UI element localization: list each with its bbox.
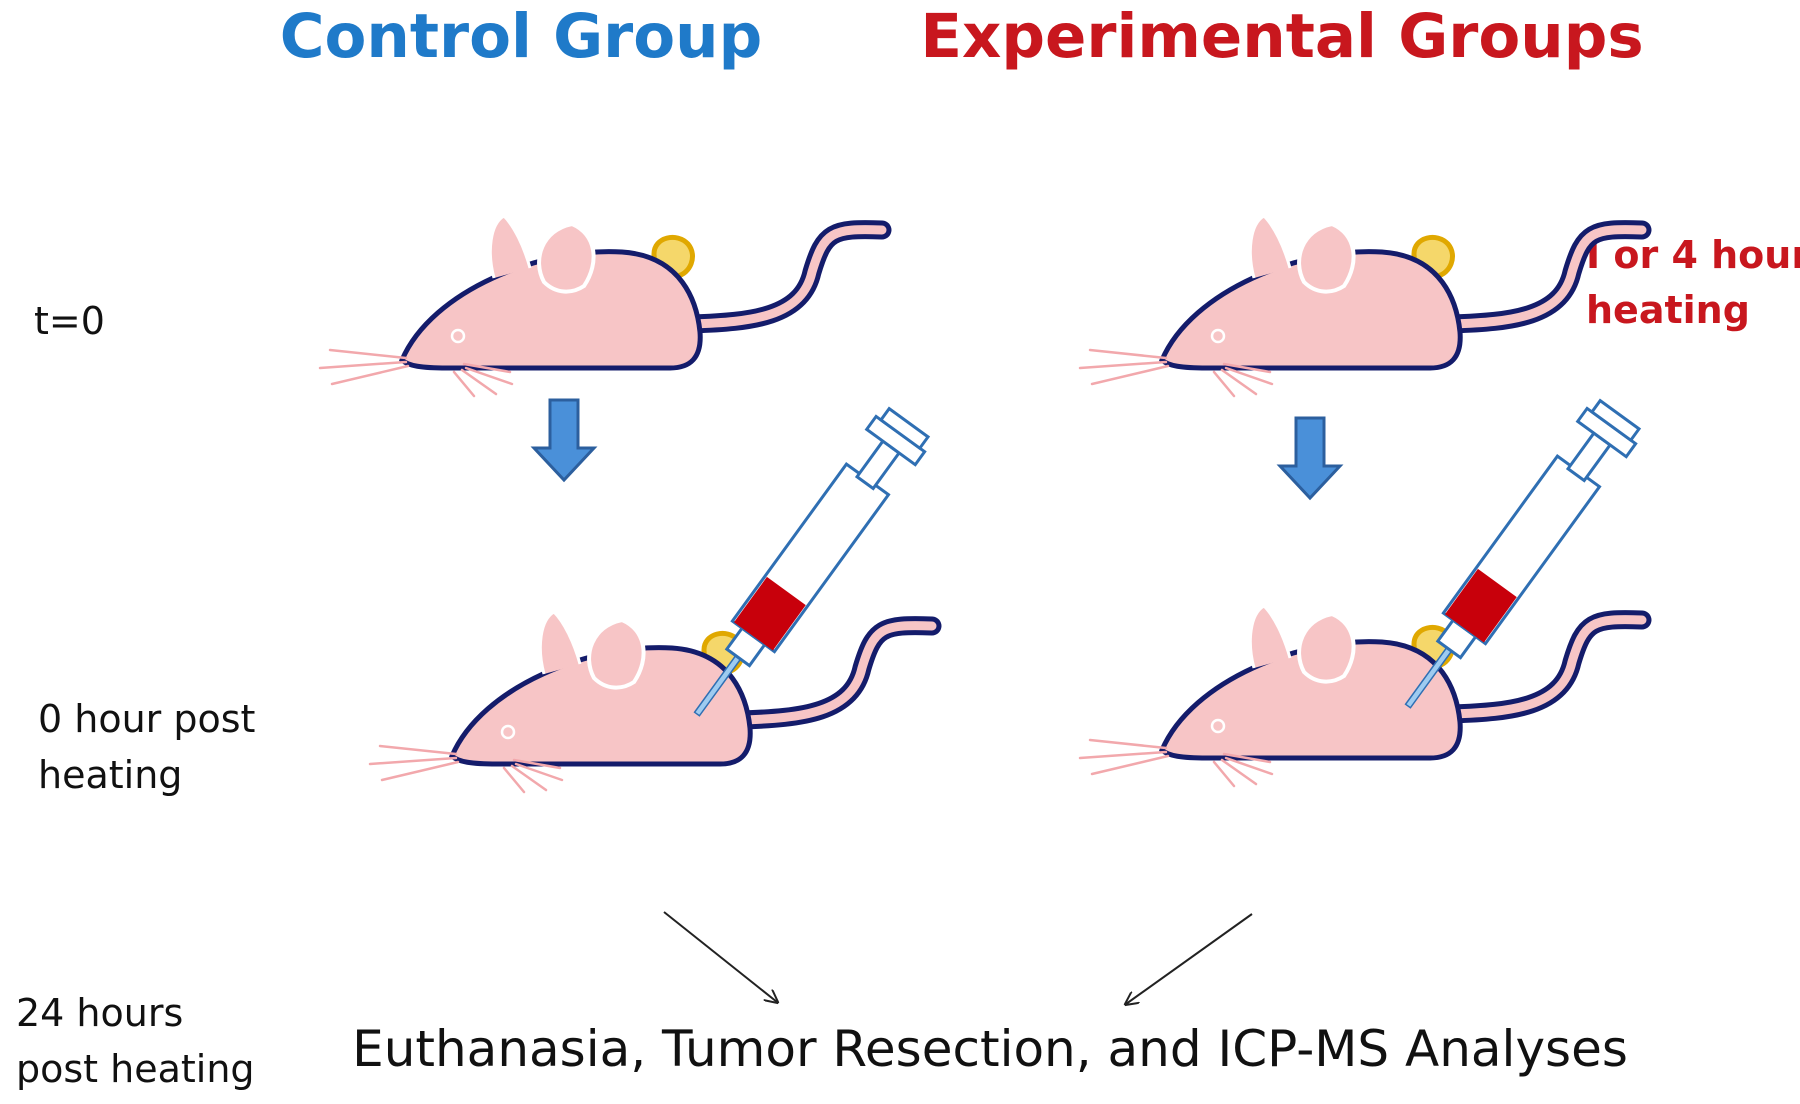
timeline-label-post-heating-line1: 0 hour post	[38, 697, 255, 741]
control-to-outcome-arrow	[663, 911, 777, 1002]
control-mouse-post-heating-icon	[370, 612, 932, 792]
heating-duration-label-line1: I or 4 hour	[1586, 233, 1800, 277]
timeline-label-later-line1: 24 hours	[16, 991, 183, 1035]
experimental-mouse-t0-icon	[1080, 216, 1642, 396]
experimental-down-arrow-icon	[1278, 416, 1342, 500]
timeline-label-post-heating-line2: heating	[38, 753, 182, 797]
timeline-label-later-line2: post heating	[16, 1047, 255, 1091]
timeline-label-t0: t=0	[34, 299, 105, 343]
heating-duration-label-line2: heating	[1586, 288, 1750, 332]
experimental-mouse-post-heating-icon	[1080, 606, 1642, 786]
control-group-title: Control Group	[280, 1, 763, 72]
control-down-arrow-icon	[532, 398, 596, 482]
control-mouse-t0-icon	[320, 216, 882, 396]
outcome-label: Euthanasia, Tumor Resection, and ICP-MS …	[352, 1020, 1628, 1078]
experimental-groups-title: Experimental Groups	[920, 1, 1643, 72]
experimental-to-outcome-arrow	[1126, 913, 1253, 1004]
